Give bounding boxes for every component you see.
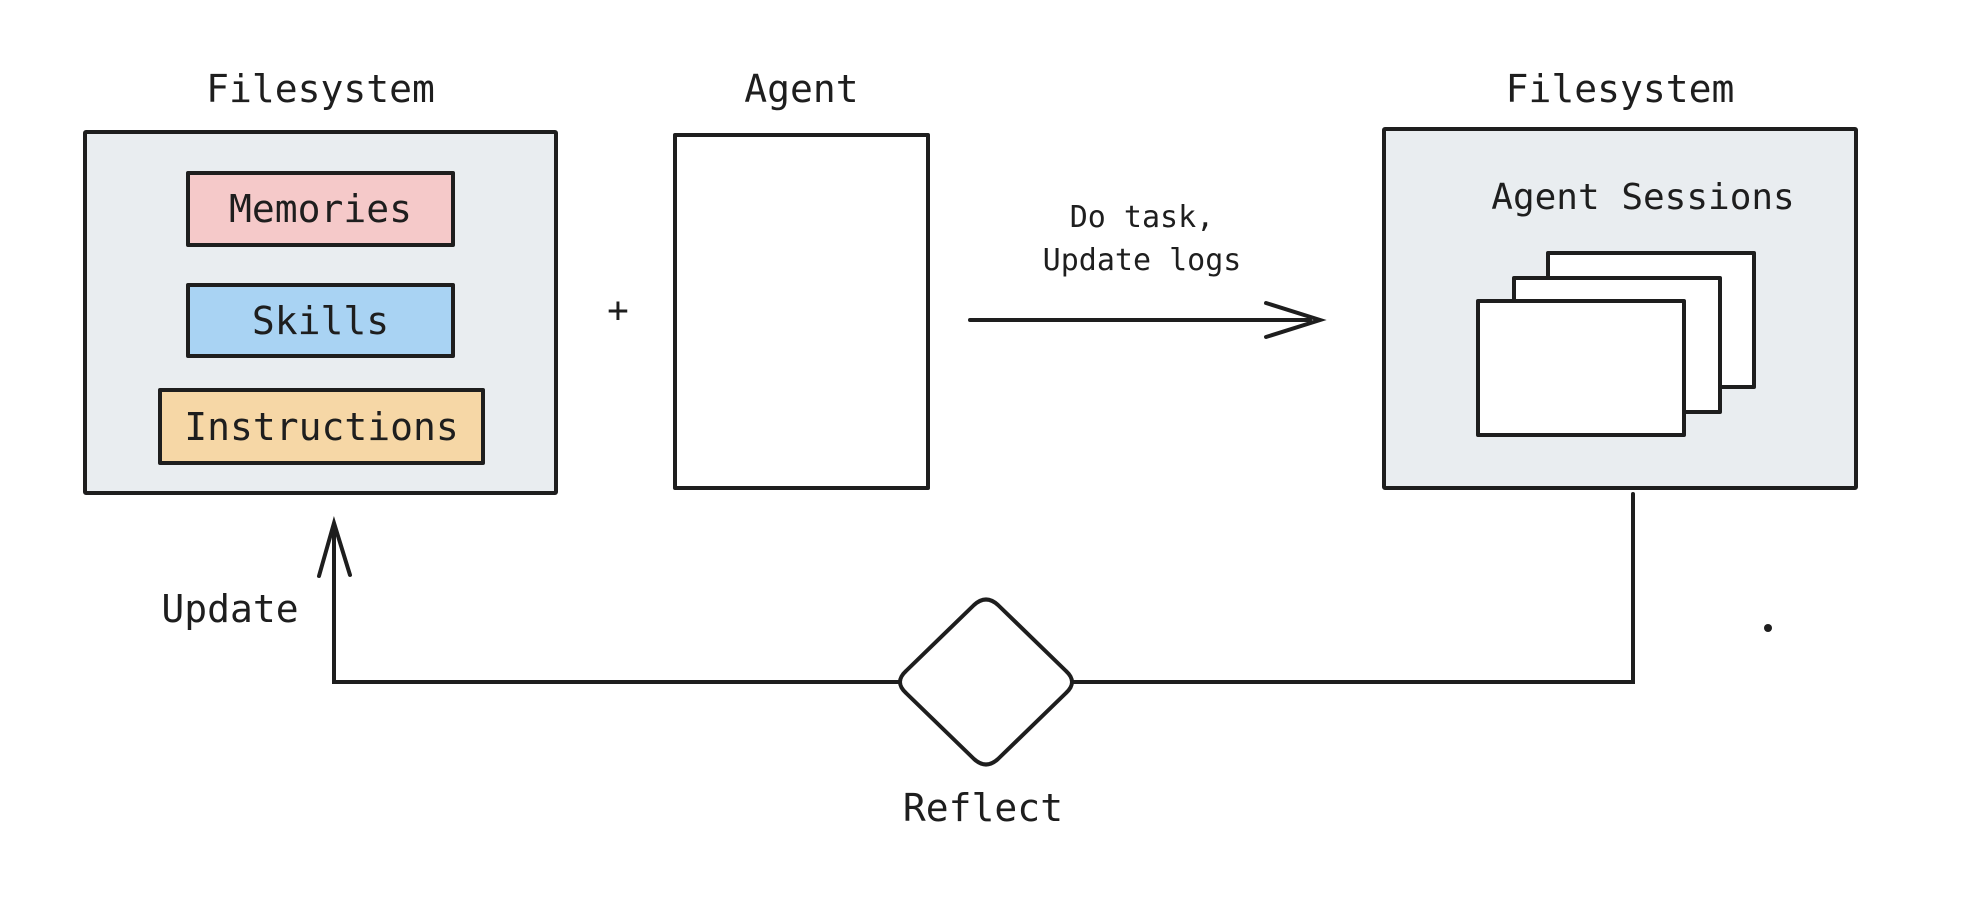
- instructions-box: Instructions: [158, 388, 485, 465]
- memories-label: Memories: [228, 187, 413, 231]
- task-arrow-label: Do task, Update logs: [1022, 196, 1262, 282]
- task-arrow-label-line2: Update logs: [1042, 243, 1242, 278]
- update-label: Update: [161, 587, 299, 631]
- task-arrow-head: [1264, 301, 1327, 339]
- agent-title: Agent: [744, 67, 859, 111]
- left-filesystem-title: Filesystem: [206, 67, 435, 111]
- plus-sign: +: [607, 289, 629, 331]
- agent-box: [673, 133, 930, 490]
- loop-line: [332, 492, 1635, 684]
- reflect-diamond: [898, 597, 1074, 767]
- agent-sessions-label: Agent Sessions: [1491, 177, 1795, 218]
- session-card-front: [1476, 299, 1686, 437]
- skills-label: Skills: [251, 298, 390, 343]
- stray-dot: [1764, 624, 1772, 632]
- skills-box: Skills: [186, 283, 455, 358]
- right-filesystem-title: Filesystem: [1505, 67, 1735, 111]
- memories-box: Memories: [186, 171, 455, 247]
- left-filesystem-box: Memories Skills Instructions: [83, 130, 558, 495]
- task-arrow-label-line1: Do task,: [1069, 200, 1215, 235]
- instructions-label: Instructions: [184, 404, 459, 449]
- reflect-label: Reflect: [902, 786, 1064, 830]
- right-filesystem-box: Agent Sessions: [1382, 127, 1858, 490]
- update-arrow-head: [317, 515, 352, 578]
